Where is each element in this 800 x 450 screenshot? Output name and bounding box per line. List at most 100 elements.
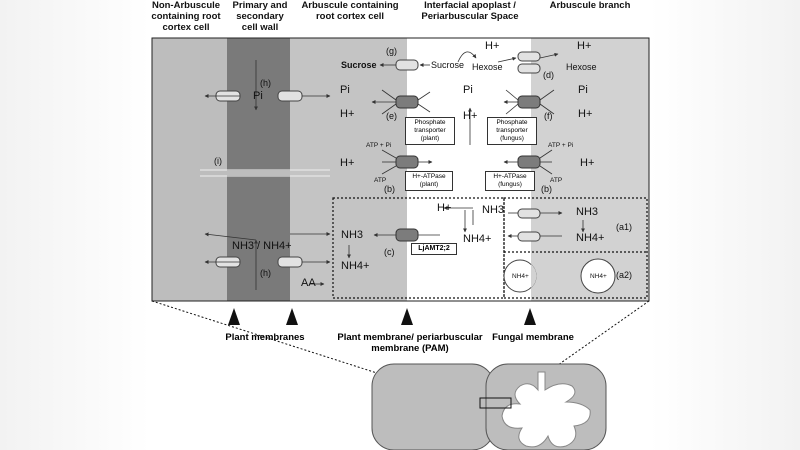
h-plant-atp: H+ — [340, 157, 355, 169]
arrow — [539, 149, 553, 159]
aa-label: AA — [301, 277, 316, 289]
hexose-apoplast-label: Hexose — [472, 62, 503, 72]
membrane-marker — [228, 308, 240, 325]
arrow — [417, 103, 431, 113]
atp-pi-plant-label: ATP + Pi — [366, 142, 392, 149]
arrow — [381, 103, 397, 115]
root-cell-left — [371, 363, 495, 450]
ammonia-channel-fungus-1 — [517, 208, 541, 219]
arrow — [505, 89, 519, 101]
arbuscule-shape — [501, 371, 591, 448]
header-arbuscule-branch: Arbuscule branch — [549, 0, 631, 11]
pi-apoplast-label: Pi — [463, 84, 473, 96]
wall-gap — [227, 170, 290, 176]
wall-transporter-upper-right — [277, 90, 303, 102]
b-label-fungus: (b) — [541, 184, 552, 194]
f-label: (f) — [544, 111, 553, 121]
sucrose-transporter-plant — [395, 59, 419, 71]
sucrose-plant-label: Sucrose — [341, 60, 377, 70]
d-label: (d) — [543, 70, 554, 80]
hexose-fungus-label: Hexose — [566, 62, 597, 72]
header-line: cortex cell — [162, 22, 210, 33]
membrane-marker — [524, 308, 536, 325]
header-line: containing root — [151, 11, 221, 22]
sucrose-apoplast-label: Sucrose — [431, 60, 465, 70]
arbuscule-branch-region — [531, 38, 649, 301]
nh4-vesicle-fungus: NH4+ — [590, 273, 607, 280]
wall-transporter-lower-right — [277, 256, 303, 268]
h-apoplast-mid: H+ — [463, 110, 478, 122]
header-line: Non-Arbuscule — [151, 0, 221, 11]
header-line: Arbuscule containing — [301, 0, 399, 11]
pam-label: Plant membrane/ periarbuscular membrane … — [337, 332, 483, 354]
nh4-plant: NH4+ — [341, 260, 370, 272]
i-label: (i) — [214, 156, 222, 166]
a2-label: (a2) — [616, 270, 633, 280]
header-line: Interfacial apoplast / — [424, 0, 516, 11]
header-apoplast: Interfacial apoplast / Periarbuscular Sp… — [400, 0, 540, 22]
arrow — [505, 103, 519, 115]
zoom-box — [479, 397, 512, 409]
nh3-nh4-wall-label: NH3 / NH4+ — [232, 240, 292, 252]
a1-label: (a1) — [616, 222, 633, 232]
c-label: (c) — [384, 247, 395, 257]
h-fungus-top: H+ — [577, 40, 592, 52]
vesicle-plant-cap — [531, 264, 537, 288]
atp-plant-label: ATP — [374, 177, 387, 184]
phosphate-transporter-plant — [395, 95, 419, 109]
arrow — [497, 56, 517, 63]
header-cell-wall: Primary and secondary cell wall — [220, 0, 300, 33]
nh3-fungus: NH3 — [576, 206, 599, 218]
fungal-membrane-label: Fungal membrane — [492, 332, 574, 343]
diagram-frame — [151, 37, 650, 302]
h-apoplast-low: H+ — [437, 202, 452, 214]
arrow — [539, 89, 555, 101]
arrow — [381, 165, 397, 175]
hexose-transporter-fungus-upper — [517, 51, 541, 62]
arrow — [539, 103, 555, 115]
arrow — [381, 89, 397, 101]
atpase-plant-label: H+-ATPase (plant) — [405, 171, 453, 191]
nh4-vesicle-plant: NH4+ — [512, 273, 529, 280]
nh4-apoplast: NH4+ — [463, 233, 492, 245]
atpase-fungus-label: H+-ATPase (fungus) — [485, 171, 535, 191]
apoplast-region — [407, 38, 531, 301]
header-line: Primary and — [232, 0, 288, 11]
ammonia-channel-fungus-2 — [517, 231, 541, 242]
e-label: (e) — [386, 111, 397, 121]
arrow — [539, 52, 559, 59]
ljamt-label: LjAMT2;2 — [411, 243, 457, 255]
header-non-arbuscule-cell: Non-Arbuscule containing root cortex cel… — [136, 0, 236, 33]
atp-pi-fungus-label: ATP + Pi — [548, 142, 574, 149]
membrane-marker — [286, 308, 298, 325]
header-arbuscule-cell: Arbuscule containing root cortex cell — [290, 0, 410, 22]
header-line: secondary — [236, 11, 284, 22]
membrane-marker — [401, 308, 413, 325]
b-label-plant: (b) — [384, 184, 395, 194]
pi-wall-label: Pi — [253, 90, 263, 102]
header-line: root cortex cell — [315, 11, 385, 22]
phosphate-transporter-plant-label: Phosphate transporter (plant) — [405, 117, 455, 145]
pi-plant-label: Pi — [340, 84, 350, 96]
nh3-plant: NH3 — [341, 229, 364, 241]
fungal-ammonium-box — [503, 197, 648, 299]
atpase-fungus — [517, 155, 541, 169]
h-fungus-atp: H+ — [580, 157, 595, 169]
h-label: (h) — [260, 78, 271, 88]
plant-membranes-label: Plant membranes — [225, 332, 305, 343]
arrow — [539, 165, 553, 175]
h-plant-top: H+ — [340, 108, 355, 120]
nh4-fungus: NH4+ — [576, 232, 605, 244]
arrow — [204, 232, 257, 241]
atpase-plant — [395, 155, 419, 169]
header-line: Periarbuscular Space — [421, 11, 519, 22]
h-apoplast-top: H+ — [485, 40, 500, 52]
zoom-line — [151, 300, 481, 407]
header-line: cell wall — [241, 22, 279, 33]
hexose-transporter-fungus-lower — [517, 63, 541, 74]
arrow — [381, 149, 397, 159]
ljamt-transporter — [395, 228, 419, 242]
h-fungus-mid: H+ — [578, 108, 593, 120]
phosphate-transporter-fungus-label: Phosphate transporter (fungus) — [487, 117, 537, 145]
